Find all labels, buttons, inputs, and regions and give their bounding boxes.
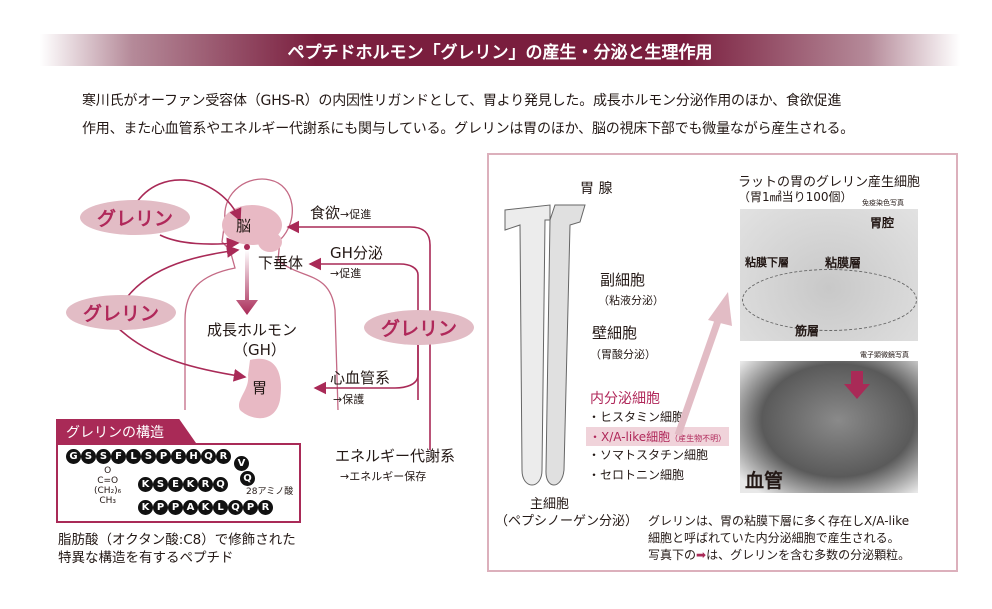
amino-acid: S xyxy=(141,449,156,464)
em-label: 電子顕微鏡写真 xyxy=(860,351,909,359)
structure-caption-1: 脂肪酸（オクタン酸:C8）で修飾された xyxy=(58,532,296,548)
vessel-label: 血管 xyxy=(745,470,784,492)
intro-line-1: 寒川氏がオーファン受容体（GHS-R）の内因性リガンドとして、胃より発見した。成… xyxy=(82,93,842,109)
amino-acid: P xyxy=(153,500,168,515)
pointer-arrow xyxy=(674,292,732,437)
amino-acid: E xyxy=(171,449,186,464)
gh-secretion-effect: →促進 xyxy=(330,267,362,280)
note-line-2: 細胞と呼ばれていた内分泌細胞で産生される。 xyxy=(648,531,900,545)
endocrine-item: ・ソマトスタチン細胞 xyxy=(588,448,709,462)
energy-effect: →エネルギー保存 xyxy=(340,470,427,483)
amino-acid: H xyxy=(186,449,201,464)
amino-acid: S xyxy=(153,477,168,492)
appetite-label: 食欲→促進 xyxy=(310,204,372,222)
right-arrow-icon: ➡ xyxy=(696,548,707,562)
mucosa-label: 粘膜層 xyxy=(825,256,862,270)
stomach-shape xyxy=(238,358,281,419)
ghrelin-pathway-diagram xyxy=(114,178,431,450)
page-title: ペプチドホルモン「グレリン」の産生・分泌と生理作用 xyxy=(287,42,713,63)
amino-acid: Q xyxy=(228,500,243,515)
amino-acid: Q xyxy=(240,471,255,486)
ihc-label: 免疫染色写真 xyxy=(862,199,904,207)
amino-acid: G xyxy=(66,449,81,464)
title-banner: ペプチドホルモン「グレリン」の産生・分泌と生理作用 xyxy=(40,34,960,66)
amino-acid: V xyxy=(234,456,249,471)
cardio-effect: →保護 xyxy=(333,393,365,406)
em-photo: 血管 xyxy=(740,361,918,493)
ghrelin-pill-top: グレリン xyxy=(80,200,190,235)
chief-cell-sub: （ペプシノーゲン分泌） xyxy=(495,514,639,529)
parietal-cell-sub: （胃酸分泌） xyxy=(590,348,656,361)
energy-label: エネルギー代謝系 xyxy=(335,447,456,465)
intro-line-2: 作用、また心血管系やエネルギー代謝系にも関与している。グレリンは胃のほか、脳の視… xyxy=(82,121,855,137)
cardio-label: 心血管系 xyxy=(330,369,391,387)
muscle-label: 筋層 xyxy=(795,324,820,338)
gastric-gland-panel xyxy=(487,153,958,572)
amino-acid: P xyxy=(168,500,183,515)
pituitary-dot xyxy=(244,244,250,250)
structure-box xyxy=(56,443,301,523)
brain-label: 脳 xyxy=(236,217,252,235)
length-label: 28アミノ酸 xyxy=(246,487,294,497)
amino-acid: Q xyxy=(213,477,228,492)
endocrine-item: ・ヒスタミン細胞 xyxy=(588,410,685,424)
pituitary-label: 下垂体 xyxy=(258,254,304,272)
amino-acid: E xyxy=(168,477,183,492)
ghrelin-pill-left: グレリン xyxy=(66,295,176,330)
ghrelin-pill-right: グレリン xyxy=(364,310,474,345)
structure-title: グレリンの構造 xyxy=(56,419,196,443)
amino-acid: A xyxy=(183,500,198,515)
amino-acid: K xyxy=(198,500,213,515)
ihc-photo: 胃腔 粘膜下層 粘膜層 筋層 xyxy=(740,209,918,341)
gland-title: 胃 腺 xyxy=(580,181,613,197)
submucosa-label: 粘膜下層 xyxy=(745,256,789,269)
amino-acid: P xyxy=(156,449,171,464)
photos-title: ラットの胃のグレリン産生細胞 xyxy=(738,175,921,190)
amino-acid: F xyxy=(111,449,126,464)
amino-acid: K xyxy=(183,477,198,492)
amino-acid: K xyxy=(138,477,153,492)
lumen-label: 胃腔 xyxy=(870,216,895,230)
gh-arrow xyxy=(236,250,258,315)
amino-acid: P xyxy=(243,500,258,515)
down-arrow-icon xyxy=(844,371,870,399)
amino-acid: L xyxy=(126,449,141,464)
parietal-cell-label: 壁細胞 xyxy=(592,324,638,342)
amino-acid: S xyxy=(81,449,96,464)
gh-secretion-label: GH分泌 xyxy=(330,244,383,262)
accessory-cell-sub: （粘液分泌） xyxy=(598,294,664,307)
endocrine-cell-label: 内分泌細胞 xyxy=(590,391,660,407)
photos-subtitle: （胃1㎟当り100個） xyxy=(738,190,853,204)
chief-cell-label: 主細胞 xyxy=(530,497,570,512)
amino-acid: R xyxy=(198,477,213,492)
accessory-cell-label: 副細胞 xyxy=(600,271,646,289)
note-line-1: グレリンは、胃の粘膜下層に多く存在しX/A-like xyxy=(648,514,910,528)
gh-label: 成長ホルモン xyxy=(207,321,298,339)
endocrine-item: ・セロトニン細胞 xyxy=(588,468,685,482)
endocrine-item-highlight: ・X/A-like細胞（産生物不明） xyxy=(586,427,730,446)
amino-acid: K xyxy=(138,500,153,515)
amino-acid: R xyxy=(258,500,273,515)
body-outline xyxy=(184,178,339,411)
submucosa-outline xyxy=(742,269,917,331)
stomach-label: 胃 xyxy=(252,379,268,397)
gastric-gland-illustration xyxy=(504,204,586,486)
gh-abbrev-label: （GH） xyxy=(233,341,286,359)
amino-acid: R xyxy=(216,449,231,464)
structure-caption-2: 特異な構造を有するペプチド xyxy=(58,550,234,566)
note-line-3: 写真下の➡は、グレリンを含む多数の分泌顆粒。 xyxy=(648,548,911,562)
amino-acid: S xyxy=(96,449,111,464)
amino-acid: L xyxy=(213,500,228,515)
amino-acid: Q xyxy=(201,449,216,464)
